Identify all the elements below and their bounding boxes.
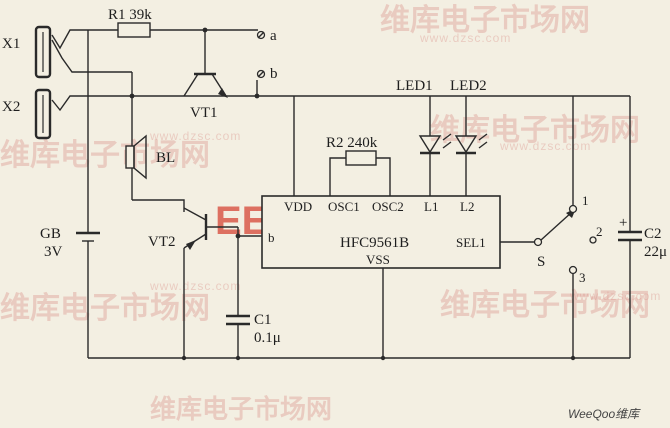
ic-pin-sel1: SEL1: [456, 235, 486, 250]
label-c2-value: 22μ: [644, 244, 667, 260]
ic-pin-b: b: [268, 230, 275, 245]
led-led1: [418, 96, 452, 196]
ic-pin-l2: L2: [460, 199, 474, 214]
capacitor-c1: [226, 314, 250, 358]
label-gb: GB: [40, 226, 61, 242]
watermark-url-5: www.dzsc.com: [569, 289, 661, 303]
label-led1: LED1: [396, 78, 433, 94]
label-gb-voltage: 3V: [44, 244, 63, 260]
watermark-url-4: www.dzsc.com: [149, 279, 241, 293]
label-b-terminal: b: [270, 66, 278, 82]
watermark-url-3: www.dzsc.com: [499, 139, 591, 153]
label-bl: BL: [156, 150, 175, 166]
led-led2: [454, 96, 488, 196]
label-led2: LED2: [450, 78, 487, 94]
watermark-brand-6: 维库电子市场网: [150, 394, 332, 424]
label-r2: R2 240k: [326, 135, 378, 151]
watermark-brand-4: 维库电子市场网: [0, 291, 210, 325]
label-c1: C1: [254, 312, 272, 328]
watermark-url-2: www.dzsc.com: [149, 129, 241, 143]
label-c1-value: 0.1μ: [254, 330, 281, 346]
switch-s[interactable]: [500, 96, 597, 358]
ic-pin-vdd: VDD: [284, 199, 312, 214]
label-vt1: VT1: [190, 105, 218, 121]
ic-pin-osc1: OSC1: [328, 199, 360, 214]
jack-x2: [34, 88, 132, 140]
watermark-brand-1: 维库电子市场网: [380, 3, 590, 37]
label-r1: R1 39k: [108, 7, 152, 23]
label-c2-plus: +: [619, 215, 627, 231]
label-x2: X2: [2, 99, 20, 115]
label-switch-pos3: 3: [579, 270, 586, 285]
capacitor-c2: [618, 96, 642, 358]
label-c2: C2: [644, 226, 662, 242]
watermark-brand-5: 维库电子市场网: [440, 288, 650, 322]
ic-pin-vss: VSS: [366, 252, 390, 267]
resistor-r2: [329, 150, 391, 196]
battery-gb: [76, 30, 100, 358]
watermark-url-1: www.dzsc.com: [419, 31, 511, 45]
label-s: S: [537, 254, 545, 270]
watermark-brand-2: 维库电子市场网: [0, 138, 210, 172]
ic-pin-osc2: OSC2: [372, 199, 404, 214]
label-x1: X1: [2, 36, 20, 52]
transistor-vt1: [183, 27, 228, 98]
resistor-r1: [88, 22, 258, 38]
ic-hfc9561b: [261, 96, 501, 358]
weeqoo-credit: WeeQoo维库: [568, 407, 641, 421]
label-switch-pos1: 1: [582, 193, 589, 208]
ic-name: HFC9561B: [340, 235, 409, 251]
label-switch-pos2: 2: [596, 224, 603, 239]
jack-x1: [34, 25, 132, 79]
ic-pin-l1: L1: [424, 199, 438, 214]
watermark-brand-3: 维库电子市场网: [430, 113, 640, 147]
label-a: a: [270, 28, 277, 44]
label-vt2: VT2: [148, 234, 176, 250]
transistor-vt2: [183, 207, 238, 358]
